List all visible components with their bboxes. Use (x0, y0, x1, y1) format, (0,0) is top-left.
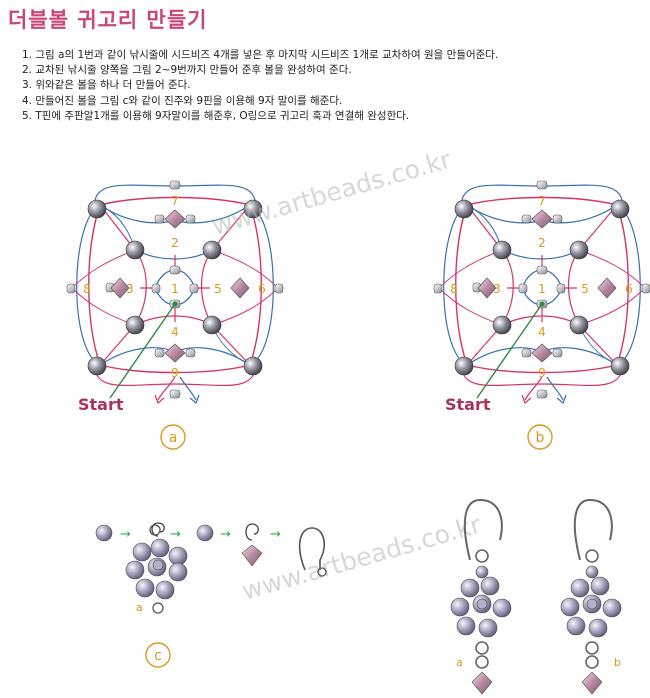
diagram-number: 1 (538, 282, 546, 296)
diagram-number: 8 (83, 282, 91, 296)
watermark: www.artbeads.co.kr (209, 145, 455, 241)
diagram-number: 3 (126, 282, 134, 296)
nine-pin-icon (151, 522, 165, 537)
diagram-number: 9 (171, 366, 179, 380)
caption-circle (145, 642, 171, 668)
small-label: a (136, 601, 143, 614)
arrow-right-icon: → (270, 527, 281, 542)
crystal-bead-icon (241, 544, 263, 567)
diagram-number: 4 (538, 325, 546, 339)
diagram-number: 9 (538, 366, 546, 380)
arrow-right-icon: → (220, 527, 231, 542)
arrow-right-icon: → (170, 527, 181, 542)
diagram-number: 4 (171, 325, 179, 339)
diagram-a: 7 2 3 1 5 8 6 4 9 Start a (66, 180, 284, 450)
earring-hook-icon (298, 527, 325, 571)
diagram-number: 7 (171, 194, 179, 208)
diagram-c: → → → → a c (95, 522, 327, 668)
caption-label: b (536, 430, 545, 446)
instruction-step: 5. T핀에 주판알1개를 이용해 9자말이를 해준후, O링으로 귀고리 훅과… (22, 109, 410, 122)
instruction-step: 1. 그림 a의 1번과 같이 낚시줄에 시드비즈 4개를 넣은 후 마지막 시… (22, 49, 499, 61)
diagram-number: 1 (171, 282, 179, 296)
diagram-number: 5 (581, 282, 589, 296)
small-label: a (456, 656, 463, 669)
arrow-right-icon: → (120, 527, 131, 542)
caption-circle (160, 424, 186, 450)
diagram-number: 2 (171, 236, 179, 250)
start-label: Start (445, 395, 491, 414)
instruction-step: 2. 교차된 낚시줄 양쪽을 그림 2~9번까지 만들어 준후 볼을 완성하여 … (22, 64, 352, 77)
diagram-number: 8 (450, 282, 458, 296)
diagram-number: 6 (258, 282, 266, 296)
page-title: 더블볼 귀고리 만들기 (8, 8, 208, 32)
finished-earring-left (450, 498, 512, 695)
diagram-number: 6 (625, 282, 633, 296)
small-label: b (614, 656, 621, 669)
caption-label: a (169, 430, 178, 446)
diagram-number: 2 (538, 236, 546, 250)
caption-circle (527, 424, 553, 450)
diagram-b: 7 2 3 1 5 8 6 4 9 Start b (433, 180, 650, 450)
pearl-bead-icon (196, 524, 214, 542)
watermark: www.artbeads.co.kr (239, 510, 485, 606)
diagram-number: 7 (538, 194, 546, 208)
instruction-step: 4. 만들어진 볼을 그림 c와 같이 진주와 9핀을 이용해 9자 말이를 해… (22, 94, 343, 107)
instruction-list: 1. 그림 a의 1번과 같이 낚시줄에 시드비즈 4개를 넣은 후 마지막 시… (22, 48, 498, 124)
diagram-number: 3 (493, 282, 501, 296)
t-pin-loop-icon (245, 523, 259, 541)
diagram-number: 5 (214, 282, 222, 296)
pearl-bead-icon (95, 524, 113, 542)
start-label: Start (78, 395, 124, 414)
caption-label: c (154, 648, 162, 664)
instruction-step: 3. 위와같은 볼을 하나 더 만들어 준다. (22, 79, 191, 92)
finished-earring-right (560, 498, 622, 695)
bead-ball (125, 524, 188, 614)
